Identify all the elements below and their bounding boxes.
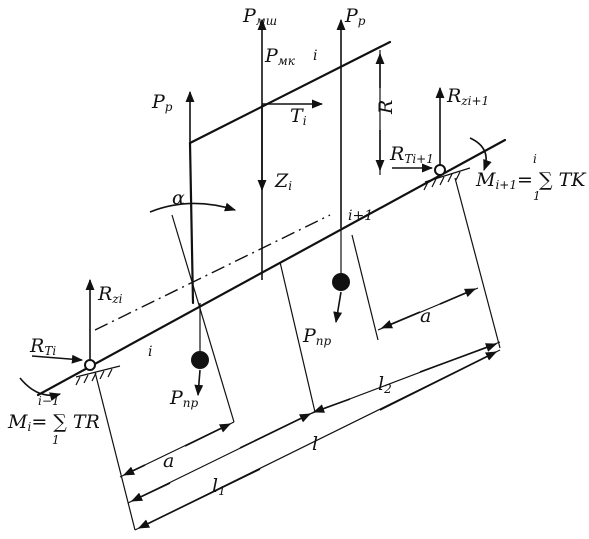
ext-1 [94,371,136,531]
main-beam [36,138,507,397]
r-ti-arrow [31,354,84,364]
label-i-left: i [148,344,152,360]
label-m-i1-sum-top: i [533,152,537,166]
label-r-dim: R [375,100,397,115]
alpha-line [171,214,235,423]
right-support-pin [434,164,446,176]
label-l-2: l2 [378,373,392,396]
mass-right [332,273,350,291]
ext-3 [279,261,316,413]
label-p-p-top: Pp [344,5,366,28]
label-l-1: l1 [212,475,226,498]
dim-a-left-a1 [122,464,146,476]
ext-2 [454,177,501,349]
ext-4 [351,234,379,341]
dim-l2-a2 [419,343,498,373]
right-support-hatch [423,167,471,191]
label-i-plus-1: i+1 [348,208,373,224]
dim-l2-a1 [312,398,351,413]
label-alpha: α [172,187,185,209]
label-m-i1-sum-bot: 1 [533,189,541,203]
left-support-hatch [75,365,121,386]
label-p-pr-left: Pпр [169,387,199,410]
label-r-zi1: Rzi+1 [446,85,489,108]
m-i-arc [19,377,62,401]
left-support-pin [84,359,96,371]
upper-member [188,40,392,145]
dim-l-a2 [379,351,498,411]
dim-a-right-a1 [380,311,421,329]
mass-left [191,351,209,369]
dim-l-a1 [137,468,261,529]
label-i-top: i [313,48,317,64]
dim-a-left-a2 [184,423,232,447]
label-p-mk: Pмк [264,45,296,68]
label-p-pr-right: Pпр [302,325,332,348]
label-p-msh: Pмш [242,5,277,28]
label-a-right: a [420,305,431,327]
label-r-zi: Rzi [97,283,123,306]
dim-l1-a1 [130,482,171,502]
label-i-minus-1: i−1 [38,394,60,408]
center-line [94,214,331,331]
label-m-i1: Mi+1= ∑ TK [475,169,587,192]
dim-a-right-a2 [439,288,477,305]
label-p-p-left: Pp [151,91,173,114]
mass-left-arrow [194,369,204,397]
alpha-arc [149,202,237,213]
left-post [188,141,195,305]
m-i1-arc [469,137,492,172]
dim-l1-a2 [239,413,312,449]
label-m-i: Mi= ∑ TR [7,411,100,434]
label-r-ti: RTi [29,335,56,358]
label-z-i: Zi [274,170,292,193]
label-t-i: Ti [290,105,307,128]
label-l: l [312,433,318,455]
label-m-i-sum-bot: 1 [52,433,60,447]
label-r-ti1: RTi+1 [389,143,434,166]
mass-right-arrow [333,291,343,324]
label-a-left: a [163,450,174,472]
